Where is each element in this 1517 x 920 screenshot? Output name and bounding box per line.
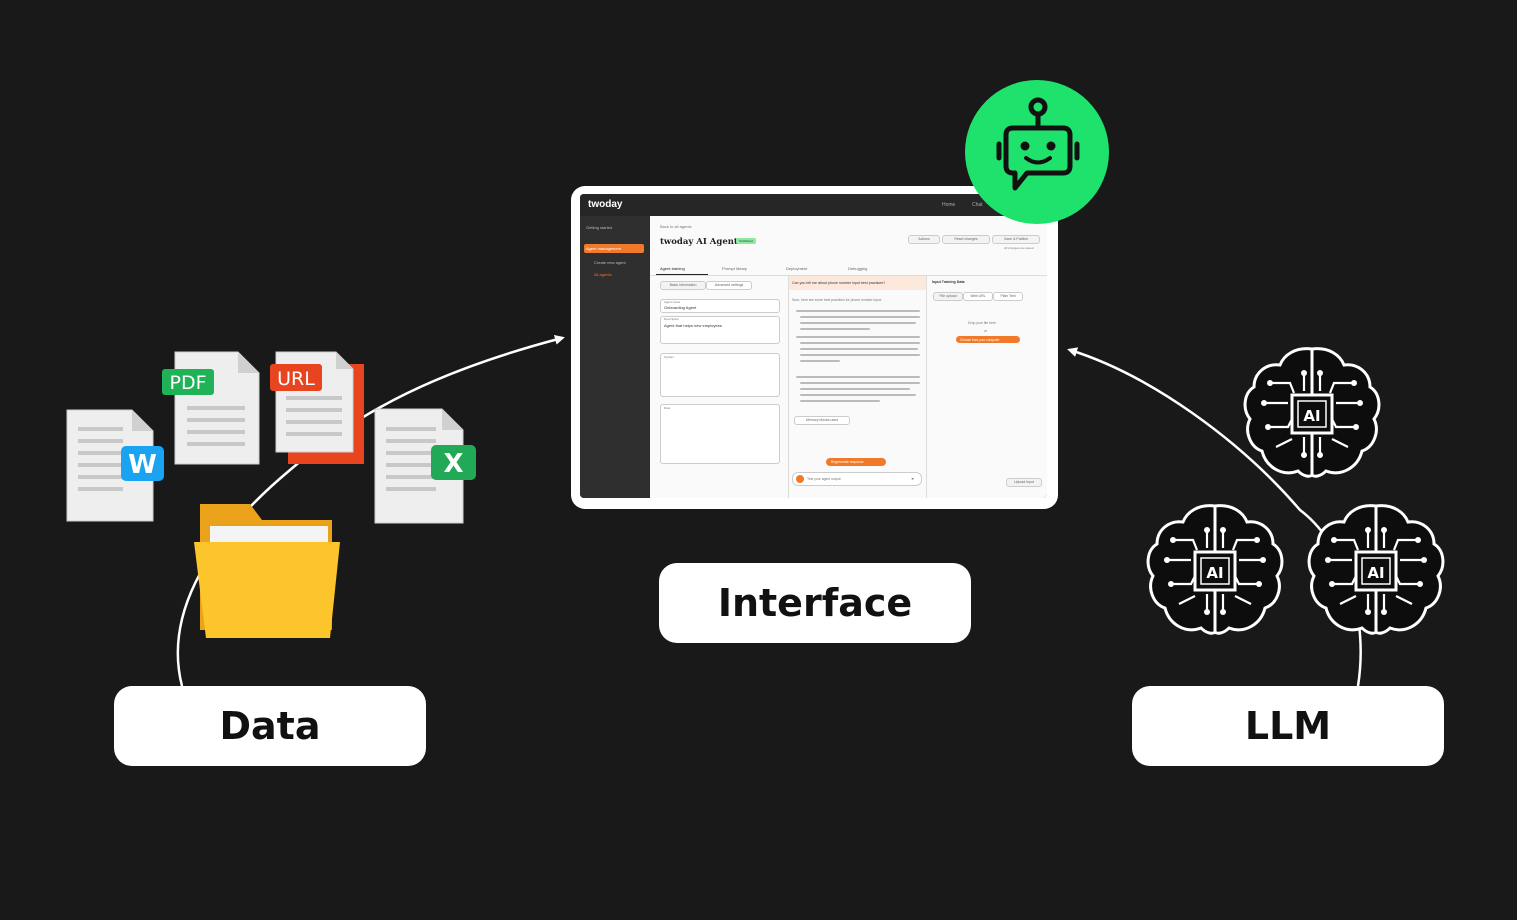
excel-document-icon: X — [374, 408, 476, 524]
tab-plain-text[interactable]: Plain Text — [993, 292, 1023, 301]
nav-chat[interactable]: Chat — [972, 202, 983, 208]
actions-button[interactable]: Actions — [908, 235, 940, 244]
main-content: Back to all agents twoday AI Agent Publi… — [650, 216, 1047, 498]
upload-input-button[interactable]: Upload Input — [1006, 478, 1042, 487]
description-field[interactable]: Description Agent that helps new employe… — [660, 316, 780, 344]
save-publish-button[interactable]: Save & Publish — [992, 235, 1040, 244]
url-badge: URL — [277, 368, 315, 390]
chip-label: AI — [1367, 564, 1384, 582]
regenerate-button[interactable]: Regenerate response — [826, 458, 886, 466]
url-document-icon: URL — [270, 351, 364, 464]
persona-field[interactable]: System — [660, 353, 780, 397]
data-label: Data — [114, 686, 426, 766]
interface-tablet: Getting started Agent management Create … — [571, 186, 1058, 509]
reset-button[interactable]: Reset changes — [942, 235, 990, 244]
tab-deployment[interactable]: Deployment — [786, 266, 808, 271]
send-icon[interactable]: ➤ — [911, 476, 915, 481]
folder-icon — [194, 504, 340, 638]
chip-label: AI — [1303, 407, 1320, 425]
sidebar-item-agent-management[interactable]: Agent management — [586, 246, 621, 251]
llm-label: LLM — [1132, 686, 1444, 766]
interface-label: Interface — [659, 563, 971, 643]
pdf-document-icon: PDF — [162, 351, 260, 465]
tab-debugging[interactable]: Debugging — [848, 266, 868, 271]
word-document-icon: W — [66, 409, 164, 522]
word-badge: W — [128, 450, 157, 480]
subtab-advanced[interactable]: Advanced settings — [706, 281, 752, 290]
avatar — [796, 475, 804, 483]
app-screen: Getting started Agent management Create … — [580, 194, 1047, 498]
tab-agent-training[interactable]: Agent training — [660, 266, 685, 271]
training-title: Input Training Data — [932, 280, 965, 284]
subtab-basic-info[interactable]: Basic information — [660, 281, 706, 290]
agent-test-input[interactable]: Test your agent output ➤ — [792, 472, 922, 486]
role-field[interactable]: Role — [660, 404, 780, 464]
agent-title: twoday AI Agent — [660, 237, 738, 247]
answer-intro: Sure, here are some best practices for p… — [792, 298, 882, 302]
memory-blocks-button[interactable]: Memory blocks used — [794, 416, 850, 425]
drop-text: Drop your file here — [968, 321, 996, 325]
save-status: All changes are saved — [1004, 246, 1034, 250]
ai-brain-icon: AI — [1146, 504, 1284, 635]
pdf-badge: PDF — [169, 372, 206, 394]
tab-file-upload[interactable]: File upload — [933, 292, 963, 301]
column-divider — [788, 276, 789, 498]
column-divider — [926, 276, 927, 498]
tab-prompt-library[interactable]: Prompt library — [722, 266, 747, 271]
ai-brain-icon: AI — [1307, 504, 1445, 635]
ai-brain-icon: AI — [1243, 347, 1381, 478]
status-badge: Published — [736, 238, 756, 244]
sidebar-item-getting-started[interactable]: Getting started — [586, 225, 613, 230]
excel-badge: X — [443, 449, 463, 479]
nav-home[interactable]: Home — [942, 202, 956, 208]
choose-file-button[interactable]: Choose from your computer — [956, 336, 1020, 343]
active-tab-underline — [656, 274, 708, 275]
sidebar-item-create-agent[interactable]: Create new agent — [594, 260, 626, 265]
or-text: or — [984, 329, 988, 333]
question-bubble: Can you tell me about phone number input… — [789, 276, 926, 290]
data-to-interface-arrow — [176, 334, 565, 687]
chip-label: AI — [1206, 564, 1223, 582]
app-logo: twoday — [588, 199, 623, 210]
tab-row: Agent training Prompt library Deployment… — [650, 263, 1047, 276]
sidebar-item-all-agents[interactable]: All agents — [594, 272, 612, 277]
app-topbar: twoday Home Chat — [580, 194, 1047, 216]
sidebar-active-highlight — [584, 244, 644, 253]
chatbot-icon — [965, 80, 1109, 224]
app-sidebar: Getting started Agent management Create … — [580, 194, 650, 498]
agent-name-field[interactable]: Agent name Onboarding Agent — [660, 299, 780, 313]
tab-web-url[interactable]: Web URL — [963, 292, 993, 301]
back-link[interactable]: Back to all agents — [660, 224, 692, 229]
